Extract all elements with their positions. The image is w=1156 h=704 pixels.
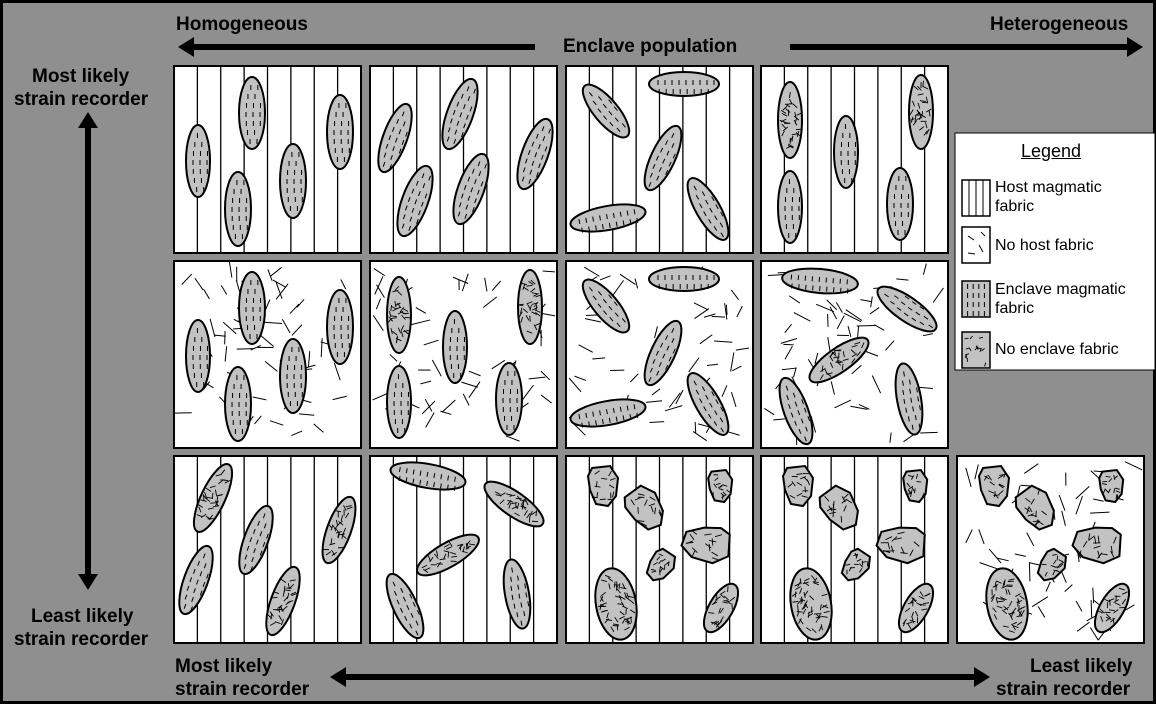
enclave: [280, 144, 306, 218]
enclave: [225, 172, 251, 246]
enclave: [496, 363, 522, 435]
enclave: [327, 290, 353, 364]
panel-r1-c2: [566, 261, 753, 448]
panel-r0-c2: [566, 66, 753, 253]
legend-host-line1: Host magmatic: [995, 178, 1102, 197]
enclave: [387, 277, 411, 353]
label-left-most-likely-2: strain recorder: [14, 89, 148, 111]
legend-enclave-line2: fabric: [995, 299, 1034, 318]
panel-r2-c4: [957, 456, 1144, 643]
enclave: [517, 270, 542, 344]
enclave: [909, 75, 933, 149]
label-left-least-likely-2: strain recorder: [14, 629, 148, 651]
enclave: [387, 366, 411, 438]
legend-swatch-noenclave: [962, 332, 990, 368]
enclave: [225, 367, 251, 441]
legend-title: Legend: [1021, 142, 1081, 161]
label-bottom-most-likely-1: Most likely: [175, 656, 272, 678]
panel-r0-c1: [370, 66, 560, 253]
enclave: [778, 171, 802, 243]
legend-host-line2: fabric: [995, 197, 1034, 216]
legend-noenclave-line1: No enclave fabric: [995, 340, 1119, 359]
label-homogeneous: Homogeneous: [176, 14, 308, 36]
enclave: [239, 77, 265, 149]
label-left-most-likely-1: Most likely: [32, 66, 129, 88]
legend-swatch-host: [962, 180, 990, 216]
panel-r1-c1: [370, 261, 557, 448]
enclave: [834, 116, 858, 188]
enclave: [649, 267, 719, 291]
enclave: [887, 168, 913, 240]
enclave: [280, 339, 306, 413]
label-bottom-least-likely-2: strain recorder: [996, 679, 1130, 701]
panel-r2-c2: [566, 456, 753, 643]
panel-r0-c0: [174, 66, 361, 253]
panel-r2-c1: [370, 456, 557, 643]
enclave: [186, 320, 210, 392]
panel-r1-c3: [761, 261, 948, 448]
enclave: [327, 95, 353, 169]
enclave: [443, 311, 467, 383]
legend-nohost-line1: No host fabric: [995, 236, 1094, 255]
legend-swatch-nohost: [962, 227, 990, 263]
panel-r2-c3: [761, 456, 948, 643]
enclave: [186, 125, 210, 197]
enclave: [649, 72, 719, 96]
label-bottom-most-likely-2: strain recorder: [175, 679, 309, 701]
panel-r1-c0: [173, 260, 361, 448]
panel-r2-c0: [172, 456, 362, 643]
enclave: [239, 272, 265, 344]
label-enclave-population: Enclave population: [563, 36, 737, 58]
label-heterogeneous: Heterogeneous: [990, 14, 1128, 36]
label-bottom-least-likely-1: Least likely: [1030, 656, 1132, 678]
enclave: [778, 82, 802, 158]
panel-r0-c3: [761, 66, 948, 253]
label-left-least-likely-1: Least likely: [31, 606, 133, 628]
legend-enclave-line1: Enclave magmatic: [995, 280, 1126, 299]
legend-swatch-enclave: [962, 281, 990, 317]
